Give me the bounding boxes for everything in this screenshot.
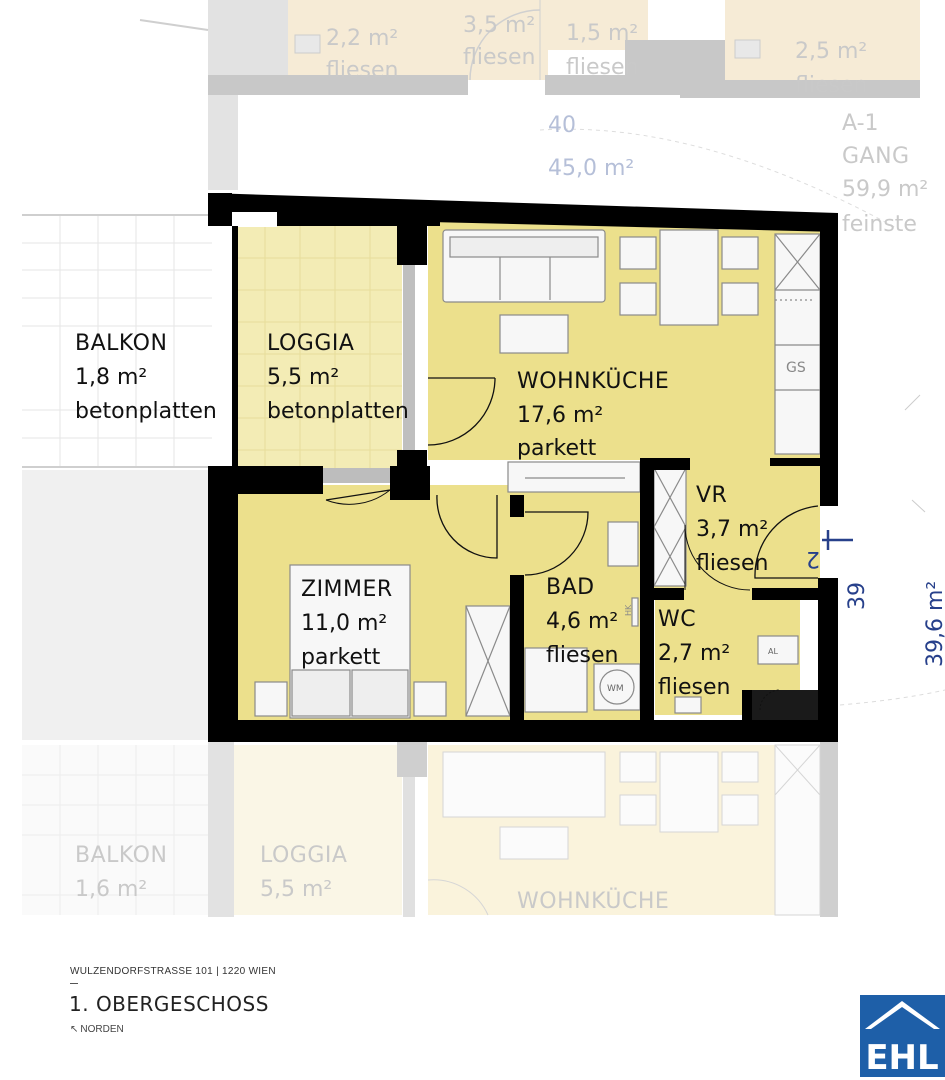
floor-plan: 2,2 m² fliesen 3,5 m² fliesen 1,5 m² fli… [22, 0, 945, 917]
bottom-balkon-area: 1,6 m² [75, 877, 147, 902]
balkon-area: 1,8 m² [75, 365, 147, 390]
wc-floor: fliesen [658, 675, 730, 700]
zimmer-area: 11,0 m² [301, 611, 387, 636]
hk-label: HK [624, 604, 633, 616]
vr-floor: fliesen [696, 551, 768, 576]
floor-title: 1. OBERGESCHOSS [69, 992, 269, 1016]
north-label: NORDEN [80, 1024, 124, 1035]
balkon-area [22, 214, 212, 740]
walls [208, 193, 838, 742]
chair [619, 236, 657, 270]
wc-area: 2,7 m² [658, 641, 730, 666]
kitchen-counter [774, 233, 821, 455]
unit-40-number: 40 [548, 113, 576, 138]
vr-area: 3,7 m² [696, 517, 768, 542]
wohnkueche-floor: parkett [517, 436, 597, 461]
nightstand [254, 681, 288, 717]
unit-40-area: 45,0 m² [548, 156, 634, 181]
gang-floor: feinste [842, 212, 917, 237]
divider [70, 983, 78, 984]
bottom-balkon-name: BALKON [75, 843, 167, 868]
dining-table [659, 229, 719, 326]
wohnkueche-name: WOHNKÜCHE [517, 368, 669, 394]
ehl-logo: EHL [860, 995, 945, 1077]
nightstand [413, 681, 447, 717]
wm-label: WM [607, 684, 624, 694]
bad-name: BAD [546, 575, 595, 600]
vr-closet [653, 467, 687, 587]
coffee-table [499, 314, 569, 354]
chair [721, 282, 759, 316]
gang-code: A-1 [842, 111, 879, 136]
bad-floor: fliesen [546, 643, 618, 668]
balkon-floor: betonplatten [75, 399, 217, 424]
loggia-name: LOGGIA [267, 331, 354, 356]
loggia-fill [232, 225, 402, 468]
neighbor-area-a: 2,2 m² [326, 26, 398, 51]
neighbor-floor-a: fliesen [326, 58, 398, 83]
furniture: GS WM HK AL [254, 229, 821, 719]
bottom-loggia-name: LOGGIA [260, 843, 347, 868]
radiator [631, 597, 639, 627]
room-labels: BALKON 1,8 m² betonplatten LOGGIA 5,5 m²… [75, 331, 768, 700]
zimmer-name: ZIMMER [301, 577, 393, 602]
vr-name: VR [696, 483, 727, 508]
entrance-number: 2 [806, 546, 820, 571]
gang-name: GANG [842, 144, 910, 169]
wc-basin [674, 696, 702, 714]
neighbor-unit-top: 2,2 m² fliesen 3,5 m² fliesen 1,5 m² fli… [139, 0, 928, 237]
bottom-loggia-area: 5,5 m² [260, 877, 332, 902]
neighbor-floor-c: fliesen [795, 73, 867, 98]
balkon-name: BALKON [75, 331, 167, 356]
unit-area: 39,6 m² [923, 581, 945, 667]
toilet [757, 635, 799, 665]
address: WULZENDORFSTRASSE 101 | 1220 WIEN [70, 966, 276, 977]
wohnkueche-area: 17,6 m² [517, 403, 603, 428]
bad-area: 4,6 m² [546, 609, 618, 634]
loggia-area: 5,5 m² [267, 365, 339, 390]
entrance-marker: 2 39 39,6 m² [806, 394, 945, 706]
washbasin [607, 521, 639, 567]
doors [325, 377, 819, 711]
chair [721, 236, 759, 270]
north-arrow-icon: ↖ [70, 1024, 79, 1035]
loggia-floor: betonplatten [267, 399, 409, 424]
neighbor-floor-b: fliesen [566, 55, 638, 80]
shower-tray [524, 647, 588, 713]
wc-name: WC [658, 607, 696, 632]
chair [619, 282, 657, 316]
gang-area: 59,9 m² [842, 177, 928, 202]
neighbor-floor-partial: fliesen [463, 45, 535, 70]
neighbor-area-b: 1,5 m² [566, 21, 638, 46]
cooktop-label: GS [786, 360, 806, 376]
al-label: AL [768, 647, 778, 656]
neighbor-area-c: 2,5 m² [795, 39, 867, 64]
wardrobe [507, 461, 641, 493]
north-indicator: ↖NORDEN [70, 1024, 124, 1035]
neighbor-unit-bottom: BALKON 1,6 m² LOGGIA 5,5 m² WOHNKÜCHE [22, 742, 838, 917]
bottom-wohnkueche-name: WOHNKÜCHE [517, 888, 669, 914]
neighbor-area-partial: 3,5 m² [463, 13, 535, 38]
logo-text: EHL [865, 1038, 938, 1077]
zimmer-floor: parkett [301, 645, 381, 670]
unit-number: 39 [845, 582, 870, 610]
